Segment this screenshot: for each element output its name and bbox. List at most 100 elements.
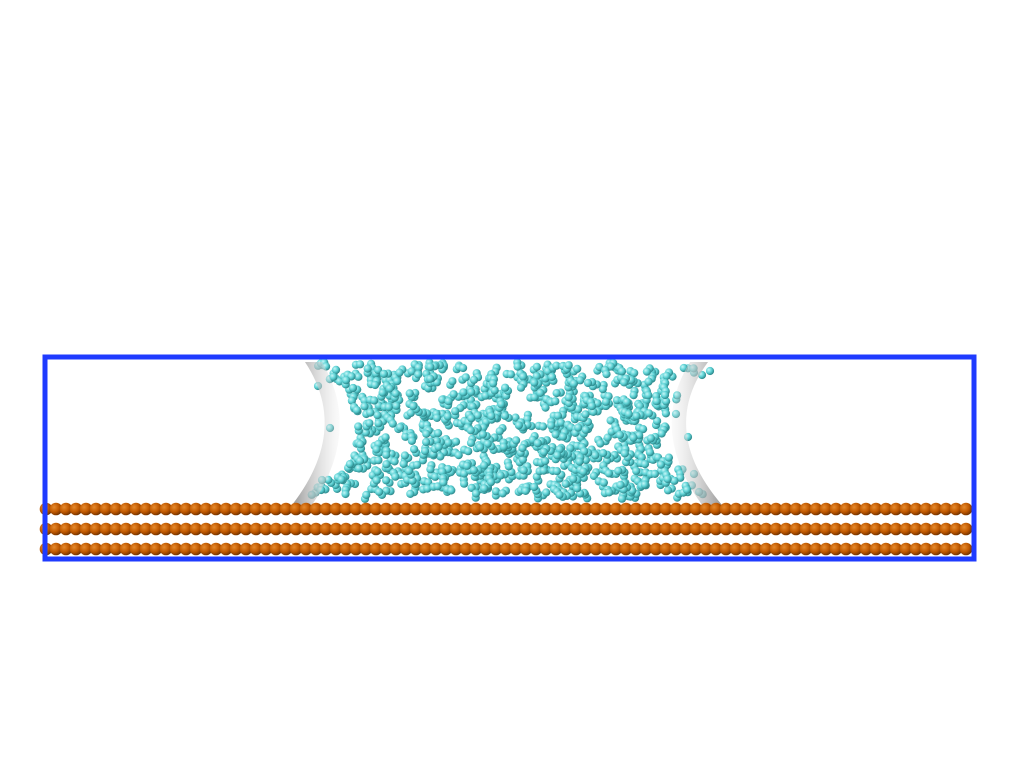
substrate-atom <box>769 542 783 556</box>
liquid-molecule-atom <box>555 490 564 499</box>
liquid-molecule-atom <box>657 429 666 438</box>
substrate-atom <box>269 522 283 536</box>
substrate-atom <box>509 542 523 556</box>
liquid-molecule-atom <box>530 393 539 402</box>
liquid-molecule-atom <box>547 372 557 381</box>
liquid-molecule-atom <box>400 451 409 460</box>
substrate-atom <box>799 522 813 536</box>
liquid-molecule-atom <box>473 411 482 420</box>
substrate-atom <box>309 522 323 536</box>
liquid-molecule-atom <box>569 474 578 483</box>
liquid-molecule-atom <box>661 409 671 418</box>
liquid-molecule-atom <box>644 409 654 418</box>
substrate-atom <box>49 542 63 556</box>
substrate-atom <box>919 522 933 536</box>
liquid-molecule-atom <box>511 436 521 445</box>
substrate-atom <box>379 502 393 516</box>
substrate-atom <box>519 542 533 556</box>
liquid-molecule-atom <box>354 372 363 381</box>
substrate-atom <box>579 542 593 556</box>
liquid-molecule-atom <box>564 361 573 370</box>
liquid-molecule-atom <box>366 408 375 417</box>
substrate-atom <box>469 522 483 536</box>
substrate-atom <box>459 522 473 536</box>
liquid-molecule-atom <box>652 397 661 406</box>
substrate-atom <box>129 542 143 556</box>
substrate-atom <box>409 542 423 556</box>
substrate-atom <box>479 502 493 516</box>
substrate-atom <box>509 502 523 516</box>
substrate-atom <box>849 542 863 556</box>
liquid-molecule-atom <box>486 478 496 487</box>
liquid-molecule-atom <box>504 462 513 471</box>
liquid-molecule-atom <box>467 414 476 423</box>
liquid-molecule-atom <box>373 467 382 476</box>
liquid-molecule-atom <box>617 494 627 503</box>
liquid-molecule-atom <box>341 489 350 499</box>
liquid-molecule-atom <box>451 437 461 446</box>
liquid-molecule-atom <box>356 440 365 449</box>
substrate-atom <box>579 522 593 536</box>
substrate-atom <box>209 522 223 536</box>
liquid-molecule-atom <box>630 368 639 378</box>
liquid-molecule-atom <box>587 402 597 411</box>
substrate-atom <box>849 502 863 516</box>
liquid-molecule-atom <box>434 429 443 438</box>
substrate-atom <box>149 522 163 536</box>
liquid-molecule-atom <box>541 403 550 412</box>
liquid-molecule-atom <box>382 476 391 485</box>
substrate-atom <box>559 502 573 516</box>
substrate-atom <box>169 522 183 536</box>
liquid-molecule-atom <box>532 362 542 371</box>
substrate-atom <box>699 522 713 536</box>
substrate-atom <box>869 502 883 516</box>
substrate-atom <box>329 502 343 516</box>
liquid-molecule-atom <box>375 487 384 496</box>
substrate-atom <box>219 542 233 556</box>
substrate-atom <box>619 522 633 536</box>
substrate-atom <box>799 502 813 516</box>
substrate-atom <box>199 542 213 556</box>
substrate-atom <box>209 502 223 516</box>
liquid-molecule-atom <box>599 449 608 458</box>
substrate-atom <box>399 502 413 516</box>
liquid-molecule-atom <box>395 368 404 377</box>
substrate-atom <box>419 522 433 536</box>
substrate-atom <box>509 522 523 536</box>
substrate-atom <box>529 522 543 536</box>
substrate-atom <box>529 502 543 516</box>
liquid-molecule-atom <box>495 427 504 436</box>
substrate-atom <box>709 522 723 536</box>
substrate-atom <box>599 522 613 536</box>
substrate-atom <box>959 542 973 556</box>
substrate-atom <box>689 522 703 536</box>
substrate-atom <box>569 502 583 516</box>
substrate-atom <box>109 502 123 516</box>
liquid-molecule-atom <box>516 383 526 392</box>
substrate-atom <box>539 522 553 536</box>
liquid-molecule-atom <box>682 485 692 494</box>
substrate-atom <box>579 502 593 516</box>
liquid-molecule-atom <box>583 378 593 388</box>
substrate-atom <box>529 542 543 556</box>
liquid-molecule-atom <box>459 388 468 397</box>
substrate-atom <box>439 502 453 516</box>
substrate-atom <box>59 542 73 556</box>
substrate-atom <box>749 522 763 536</box>
substrate-atom <box>99 542 113 556</box>
liquid-molecule-atom <box>640 460 650 469</box>
substrate-atom <box>619 502 633 516</box>
substrate-atom <box>799 542 813 556</box>
substrate-atom <box>709 542 723 556</box>
substrate-atom <box>689 542 703 556</box>
substrate-atom <box>399 542 413 556</box>
liquid-molecule-atom <box>579 467 588 476</box>
liquid-molecule-atom <box>426 465 435 474</box>
liquid-molecule-atom <box>385 384 394 393</box>
substrate-atom <box>169 542 183 556</box>
substrate-atom <box>589 502 603 516</box>
liquid-molecule-atom <box>401 432 410 441</box>
substrate-atom <box>439 542 453 556</box>
substrate-atom <box>119 522 133 536</box>
